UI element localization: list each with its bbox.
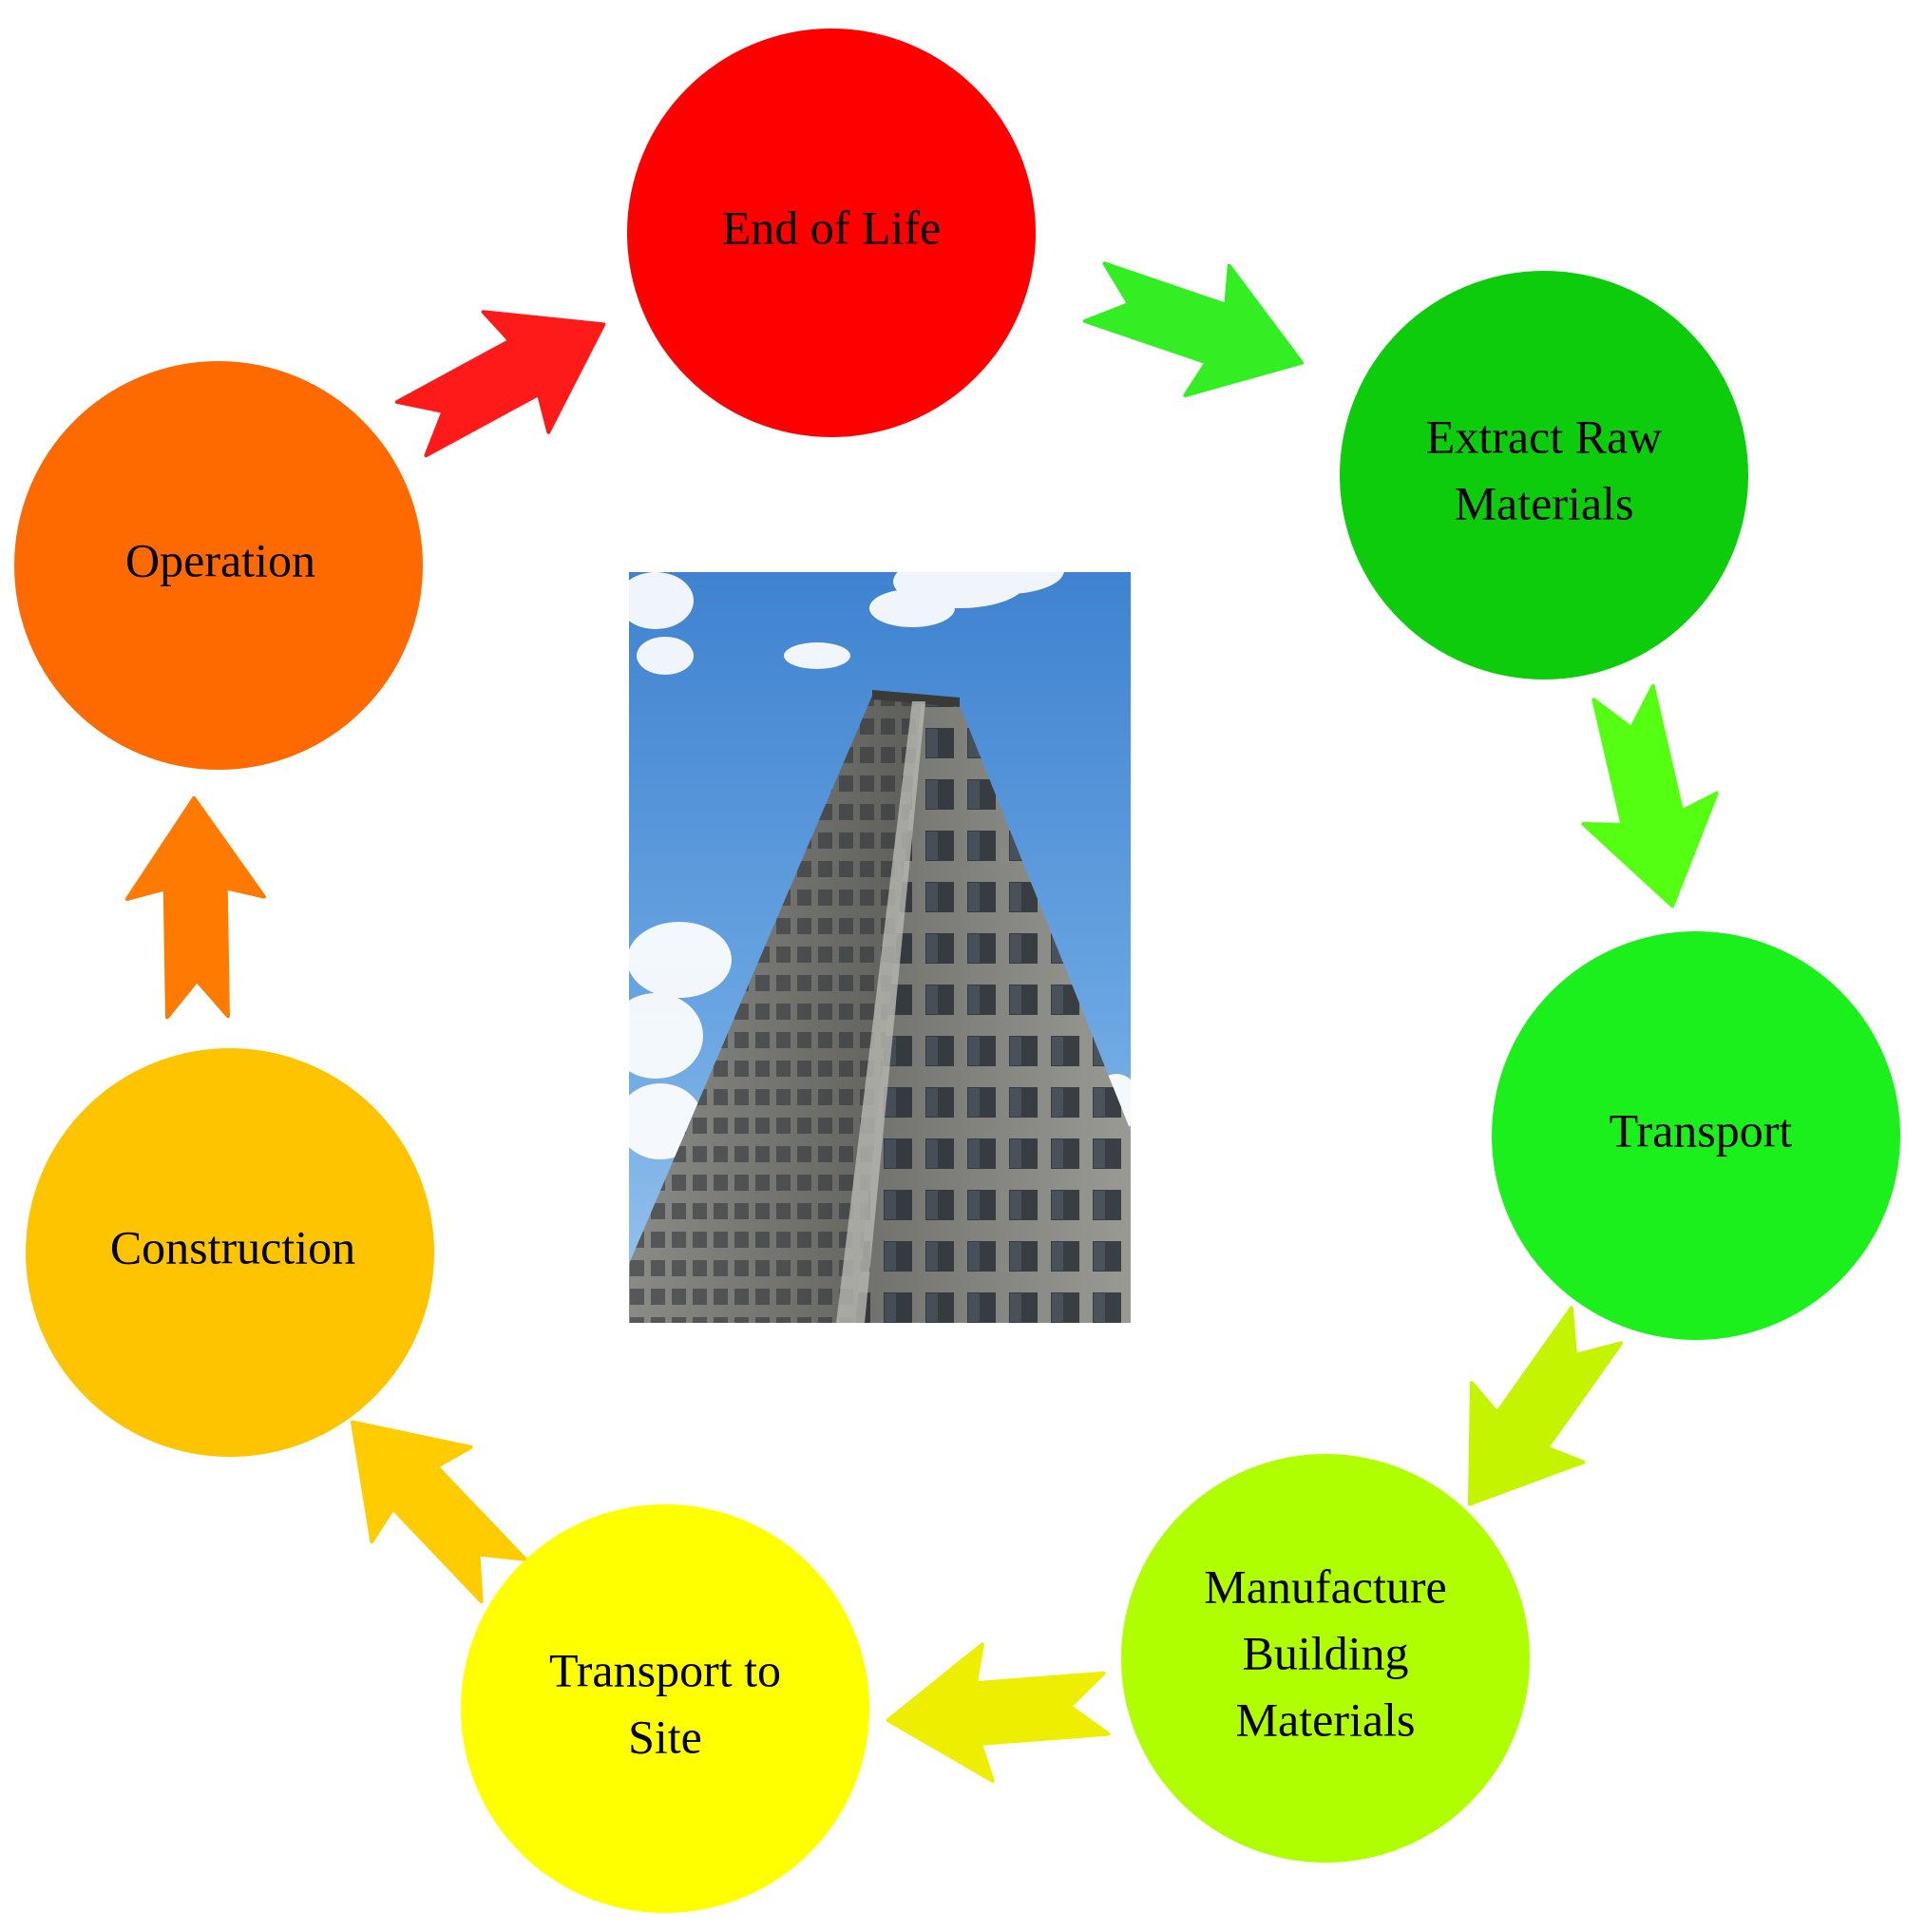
stage-transport-to-site: Transport to Site bbox=[461, 1504, 869, 1913]
flow-arrow-transport-to-site-to-construction bbox=[350, 1420, 527, 1604]
stage-label-line: End of Life bbox=[722, 201, 941, 254]
arrow-shape bbox=[124, 795, 266, 1020]
stage-transport: Transport bbox=[1492, 931, 1900, 1340]
stage-end-of-life: End of Life bbox=[627, 29, 1036, 437]
stage-construction: Construction bbox=[26, 1048, 434, 1457]
stage-circle bbox=[26, 1048, 434, 1457]
skyscraper-photo bbox=[629, 572, 1131, 1323]
stage-label-line: Materials bbox=[1455, 476, 1634, 529]
flow-arrow-manufacture-building-materials-to-transport-to-site bbox=[886, 1642, 1111, 1783]
arrows-layer bbox=[124, 261, 1719, 1783]
arrow-shape bbox=[394, 310, 606, 458]
stage-label-line: Extract Raw bbox=[1426, 410, 1663, 463]
stage-label-line: Site bbox=[628, 1710, 702, 1763]
arrow-shape bbox=[1082, 261, 1304, 398]
stage-label-line: Materials bbox=[1236, 1693, 1416, 1746]
arrow-shape bbox=[1467, 1306, 1624, 1506]
flow-arrow-operation-to-end-of-life bbox=[394, 310, 606, 458]
stage-label-line: Transport bbox=[1610, 1103, 1793, 1157]
flow-arrow-construction-to-operation bbox=[124, 795, 266, 1020]
stage-circle bbox=[1340, 271, 1748, 679]
flow-arrow-end-of-life-to-extract-raw-materials bbox=[1082, 261, 1304, 398]
stage-circle bbox=[1121, 1454, 1530, 1863]
arrow-shape bbox=[350, 1420, 527, 1604]
stage-circle bbox=[14, 361, 423, 770]
stage-label-line: Building bbox=[1242, 1626, 1408, 1679]
stage-circle bbox=[461, 1504, 869, 1913]
stage-circle bbox=[627, 29, 1036, 437]
arrow-shape bbox=[1581, 683, 1719, 909]
stage-label-line: Transport to bbox=[549, 1643, 781, 1696]
stage-label-line: Construction bbox=[110, 1220, 355, 1273]
stage-label-line: Manufacture bbox=[1204, 1559, 1446, 1613]
stage-circle bbox=[1492, 931, 1900, 1340]
stage-operation: Operation bbox=[14, 361, 423, 770]
flow-arrow-extract-raw-materials-to-transport bbox=[1581, 683, 1719, 909]
arrow-shape bbox=[886, 1642, 1111, 1783]
flow-arrow-transport-to-manufacture-building-materials bbox=[1467, 1306, 1624, 1506]
stage-label-line: Operation bbox=[125, 533, 315, 586]
